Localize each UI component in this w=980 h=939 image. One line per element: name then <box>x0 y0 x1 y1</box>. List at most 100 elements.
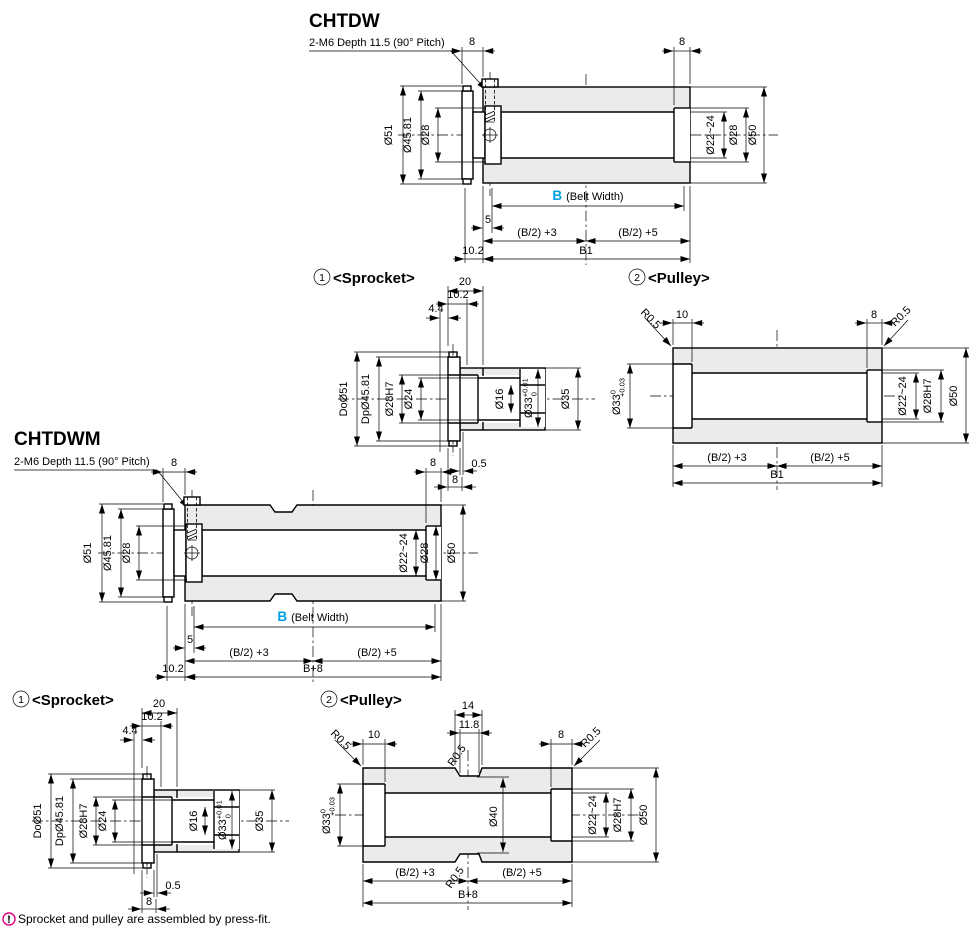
dim-b1: B1 <box>579 245 592 257</box>
dim-hb5: (B/2) +5 <box>618 227 657 239</box>
chtdw-top-dimensions: 8 8 <box>450 36 702 105</box>
dim-05: 0.5 <box>165 880 180 892</box>
dim-28h7: Ø28H7 <box>922 379 934 414</box>
dim-24: Ø24 <box>97 811 109 832</box>
pulley-section-title: 2 <Pulley> <box>320 690 402 709</box>
dim-2224: Ø22~24 <box>587 795 599 834</box>
dim-hb3: (B/2) +3 <box>517 227 556 239</box>
chtdw-tap-note: 2-M6 Depth 11.5 (90° Pitch) <box>309 37 445 49</box>
dim-d28-left: Ø28 <box>121 543 133 564</box>
chtdwm-assembly-drawing: CHTDWM 2-M6 Depth 11.5 (90° Pitch) 8 8 <box>14 429 478 684</box>
dim-5: 5 <box>187 634 193 646</box>
dim-14: 14 <box>462 700 474 712</box>
dim-hb5: (B/2) +5 <box>357 647 396 659</box>
chtdw-sprocket-disc <box>461 90 474 180</box>
sprocket-drawing: 20 10.2 4.4 DoØ51 DpØ45.81 Ø28H7 Ø24 Ø16… <box>338 276 595 491</box>
chtdw-right-dimensions: Ø22~24 Ø28 Ø50 <box>690 86 767 184</box>
belt-width-label: B(Belt Width) <box>277 609 348 624</box>
pulley-section-title: 2 <Pulley> <box>628 268 710 287</box>
dim-35: Ø35 <box>254 811 266 832</box>
dim-10: 10 <box>676 309 688 321</box>
footnote-text: Sprocket and pulley are assembled by pre… <box>18 912 271 926</box>
dim-20: 20 <box>153 698 165 710</box>
chtdwm-sprocket-disc <box>162 508 175 598</box>
dim-d51: Ø51 <box>383 125 395 146</box>
circled-2-icon: 2 <box>326 694 332 706</box>
dim-8-right: 8 <box>430 457 436 469</box>
dim-28h7: Ø28H7 <box>384 382 396 417</box>
caution-icon-glyph: ! <box>7 914 11 926</box>
dim-102: 10.2 <box>162 663 183 675</box>
pulley-notched-drawing: 14 11.8 R0.5 R0.5 R0.5 10 8 Ø40 Ø <box>319 700 659 910</box>
pulley-title: <Pulley> <box>648 270 710 287</box>
dim-b8: B+8 <box>303 663 323 675</box>
dim-d51: Ø51 <box>82 543 94 564</box>
sprocket-title: <Sprocket> <box>333 270 415 287</box>
pulley-detail-top: 2 <Pulley> R0.5 R0.5 10 8 <box>609 268 969 490</box>
dim-dp4581: DpØ45.81 <box>54 796 66 846</box>
chtdwm-right-dimensions: Ø22~24 Ø28 Ø50 <box>398 504 466 602</box>
chtdw-title: CHTDW <box>309 11 380 32</box>
dim-8-left: 8 <box>171 457 177 469</box>
dim-d4581: Ø45.81 <box>102 535 114 571</box>
dim-hb3: (B/2) +3 <box>395 867 434 879</box>
dim-33: Ø33+0.010 <box>215 800 233 840</box>
dim-d50: Ø50 <box>747 125 759 146</box>
sprocket-disc <box>141 778 155 864</box>
dim-d28-right: Ø28 <box>728 125 740 146</box>
sprocket-section-title: 1 <Sprocket> <box>313 268 415 287</box>
chtdwm-title: CHTDWM <box>14 429 101 450</box>
sprocket-detail-bottom: 1 <Sprocket> 20 10.2 4.4 <box>12 690 289 913</box>
dim-8: 8 <box>452 474 458 486</box>
dim-r05-notch-top: R0.5 <box>446 743 469 769</box>
dim-24: Ø24 <box>403 389 415 410</box>
circled-1-icon: 1 <box>319 272 325 284</box>
dim-33: Ø330+0.03 <box>319 797 337 834</box>
dim-hb5: (B/2) +5 <box>502 867 541 879</box>
dim-35: Ø35 <box>560 389 572 410</box>
sprocket-section-title: 1 <Sprocket> <box>12 690 114 709</box>
chtdw-assembly-drawing: CHTDW 2-M6 Depth 11.5 (90° Pitch) 8 <box>309 11 778 265</box>
sprocket-drawing: 20 10.2 4.4 DoØ51 DpØ45.81 Ø28H7 Ø24 Ø16… <box>32 698 289 913</box>
dim-16: Ø16 <box>494 389 506 410</box>
dim-hb3: (B/2) +3 <box>229 647 268 659</box>
dim-r05-right: R0.5 <box>579 725 604 750</box>
dim-dp4581: DpØ45.81 <box>360 374 372 424</box>
sprocket-detail-top: 1 <Sprocket> 20 10.2 4.4 <box>313 268 595 491</box>
dim-40: Ø40 <box>488 806 500 827</box>
dim-8-left: 8 <box>469 36 475 48</box>
dim-44: 4.4 <box>428 303 443 315</box>
dim-r05-notch-bottom: R0.5 <box>444 865 467 891</box>
pulley-detail-bottom: 2 <Pulley> 14 11.8 R0.5 R0.5 R0.5 <box>319 690 659 910</box>
dim-b1: B1 <box>770 469 783 481</box>
dim-d50: Ø50 <box>446 543 458 564</box>
dim-44: 4.4 <box>122 725 137 737</box>
dim-r05-left: R0.5 <box>328 728 353 753</box>
dim-5: 5 <box>485 214 491 226</box>
chtdw-screw-boss <box>481 78 499 88</box>
dim-r05-left: R0.5 <box>638 307 663 332</box>
dim-05: 0.5 <box>471 458 486 470</box>
dim-r05-right: R0.5 <box>889 304 914 329</box>
dim-8: 8 <box>871 309 877 321</box>
dim-50: Ø50 <box>948 386 960 407</box>
circled-1-icon: 1 <box>18 694 24 706</box>
dim-33: Ø33+0.010 <box>521 378 539 418</box>
dim-8-right: 8 <box>679 36 685 48</box>
dim-102: 10.2 <box>462 245 483 257</box>
dim-118: 11.8 <box>459 719 480 731</box>
dim-20: 20 <box>459 276 471 288</box>
footnote: ! Sprocket and pulley are assembled by p… <box>2 912 271 926</box>
tap-leader-arrow <box>450 50 487 91</box>
dim-d2224: Ø22~24 <box>705 115 717 154</box>
dim-102: 10.2 <box>447 289 468 301</box>
caution-icon <box>2 912 16 926</box>
chtdwm-left-dimensions: Ø51 Ø45.81 Ø28 <box>82 503 187 603</box>
chtdw-bottom-dimensions: B(Belt Width) 5 (B/2) +3 (B/2) +5 10.2 B… <box>453 186 691 263</box>
dim-b8: B+8 <box>458 889 478 901</box>
dim-102: 10.2 <box>141 711 162 723</box>
circled-2-icon: 2 <box>634 272 640 284</box>
dim-33: Ø330+0.03 <box>609 378 627 415</box>
